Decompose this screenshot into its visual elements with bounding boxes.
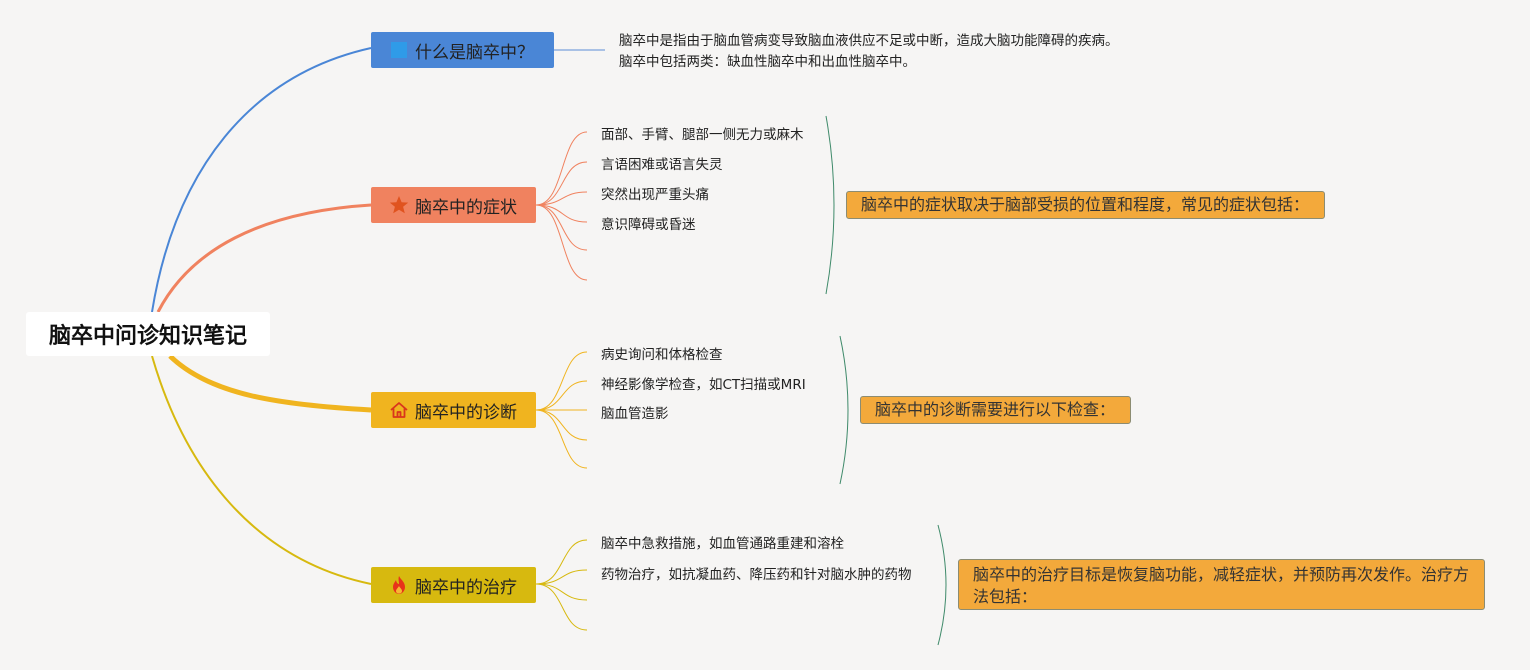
diagnosis-item[interactable]: 脑血管造影 xyxy=(601,406,669,422)
branch-label: 脑卒中的症状 xyxy=(415,197,517,218)
link-root-b1 xyxy=(151,47,372,313)
brace-diagnosis xyxy=(839,335,849,485)
treatment-item[interactable]: 药物治疗，如抗凝血药、降压药和针对脑水肿的药物 xyxy=(601,567,912,583)
diagnosis-item[interactable]: 病史询问和体格检查 xyxy=(601,347,723,363)
star-icon xyxy=(389,195,409,215)
treatment-leaf-lines xyxy=(535,539,588,631)
branch-symptoms[interactable]: 脑卒中的症状 xyxy=(371,187,536,223)
symptom-leaf-lines xyxy=(535,131,588,281)
symptom-item[interactable]: 言语困难或语言失灵 xyxy=(601,157,723,173)
symptom-item[interactable]: 突然出现严重头痛 xyxy=(601,187,709,203)
definition-text[interactable]: 脑卒中是指由于脑血管病变导致脑血液供应不足或中断，造成大脑功能障碍的疾病。脑卒中… xyxy=(619,33,1119,70)
treatment-item[interactable]: 脑卒中急救措施，如血管通路重建和溶栓 xyxy=(601,536,844,552)
brace-symptoms xyxy=(825,115,835,295)
house-icon xyxy=(389,400,409,420)
fire-icon xyxy=(389,575,409,595)
diagnosis-item[interactable]: 神经影像学检查，如CT扫描或MRI xyxy=(601,377,806,393)
branch-what-is-stroke[interactable]: 什么是脑卒中？ xyxy=(371,32,554,68)
diagnosis-summary[interactable]: 脑卒中的诊断需要进行以下检查： xyxy=(860,396,1131,424)
branch-diagnosis[interactable]: 脑卒中的诊断 xyxy=(371,392,536,428)
diagnosis-leaf-lines xyxy=(535,351,588,469)
branch-treatment[interactable]: 脑卒中的治疗 xyxy=(371,567,536,603)
symptom-item[interactable]: 面部、手臂、腿部一侧无力或麻木 xyxy=(601,127,804,143)
blue-square-icon xyxy=(389,40,409,60)
branch-label: 脑卒中的诊断 xyxy=(415,402,517,423)
branch-label: 什么是脑卒中？ xyxy=(415,42,534,63)
link-root-b4 xyxy=(151,355,372,585)
root-topic[interactable]: 脑卒中问诊知识笔记 xyxy=(26,312,270,356)
link-root-b2 xyxy=(156,203,372,313)
symptom-item[interactable]: 意识障碍或昏迷 xyxy=(601,217,696,233)
brace-treatment xyxy=(937,524,947,646)
symptoms-summary[interactable]: 脑卒中的症状取决于脑部受损的位置和程度，常见的症状包括： xyxy=(846,191,1325,219)
branch-label: 脑卒中的治疗 xyxy=(415,577,517,598)
treatment-summary[interactable]: 脑卒中的治疗目标是恢复脑功能，减轻症状，并预防再次发作。治疗方法包括： xyxy=(958,559,1485,610)
link-root-b3 xyxy=(168,354,372,413)
